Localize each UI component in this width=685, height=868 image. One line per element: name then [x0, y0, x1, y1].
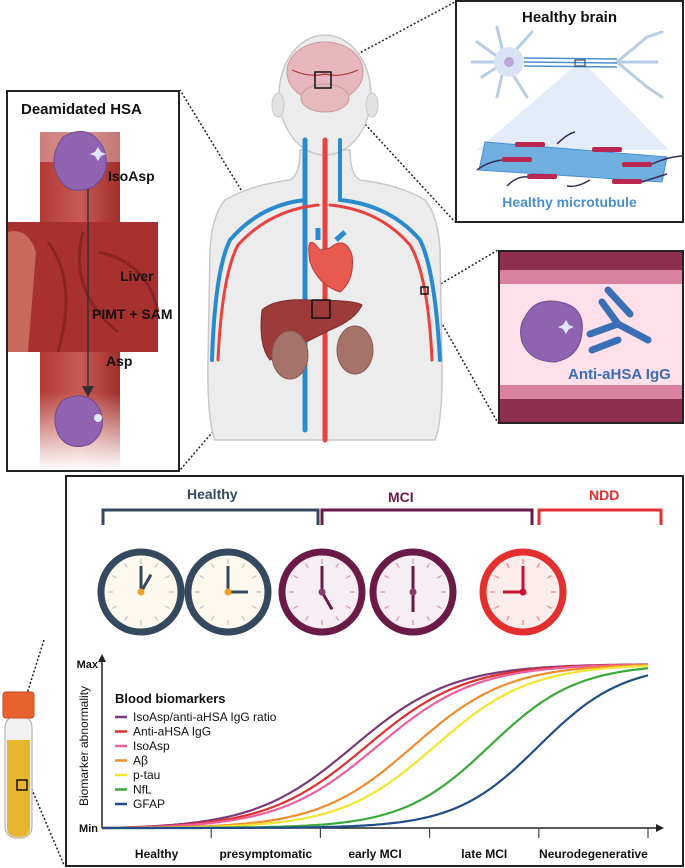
hsa-protein-icon	[520, 300, 583, 363]
panel-title: Healthy brain	[521, 9, 618, 26]
hsa-protein-repaired-icon	[54, 395, 103, 447]
blood-tube-illustration	[2, 640, 65, 866]
bracket-ndd	[537, 508, 663, 525]
legend-label: Anti-aHSA IgG	[133, 725, 211, 739]
vessel-wall-bottom-inner	[500, 385, 682, 399]
antibody-panel: Anti-aHSA IgG	[498, 250, 684, 424]
x-tick-label: Healthy	[135, 847, 179, 861]
legend-label: GFAP	[133, 797, 165, 811]
serum-icon	[7, 740, 30, 837]
x-tick-label: early MCI	[348, 847, 401, 861]
x-tick-label: Neurodegenerative	[539, 847, 648, 861]
y-tick-label: Max	[77, 659, 99, 671]
clock-icon	[184, 548, 272, 636]
stage-label-mci: MCI	[388, 489, 414, 505]
kidney-right-icon	[336, 325, 374, 375]
legend-label: IsoAsp	[133, 739, 170, 753]
clock-icon	[369, 548, 457, 636]
liver-label: Liver	[120, 268, 154, 284]
stage-label-healthy: Healthy	[187, 486, 238, 502]
legend-label: p-tau	[133, 768, 160, 782]
hsa-protein-icon	[53, 130, 107, 191]
x-tick-label: presymptomatic	[219, 847, 312, 861]
tube-cap-icon	[2, 691, 35, 719]
x-tick-label: late MCI	[461, 847, 507, 861]
blood-vessels	[210, 137, 442, 443]
kidney-left-icon	[271, 330, 309, 380]
asp-site-icon	[94, 414, 102, 422]
vessel-wall-bottom	[500, 399, 682, 422]
neuron-illustration	[470, 25, 682, 188]
antibody-label: Anti-aHSA IgG	[568, 366, 671, 383]
isoasp-label: IsoAsp	[108, 168, 155, 184]
neuron-icon	[470, 25, 664, 99]
bracket-mci	[320, 508, 534, 525]
panel-title: Deamidated HSA	[21, 101, 142, 118]
asp-label: Asp	[106, 353, 133, 369]
x-axis-arrow	[656, 824, 664, 832]
y-axis-label: Biomarker abnormality	[77, 686, 91, 806]
microtubule-icon	[476, 131, 682, 188]
legend-label: IsoAsp/anti-aHSA IgG ratio	[133, 710, 277, 724]
heart-icon	[308, 228, 353, 293]
legend-label: NfL	[133, 783, 152, 797]
vessel-wall-top	[500, 252, 682, 270]
arm-vessel-zoom-box	[420, 286, 429, 295]
series-line-a-	[102, 664, 648, 830]
liver-zoom-box	[311, 299, 331, 319]
healthy-brain-panel: Healthy brain Healthy microtubule	[455, 0, 684, 223]
clock-icon	[479, 548, 567, 636]
antibody-binding-illustration	[520, 286, 652, 363]
stage-label-ndd: NDD	[589, 487, 620, 503]
clock-icon	[278, 548, 366, 636]
y-axis-arrow	[98, 654, 106, 662]
legend-title: Blood biomarkers	[115, 691, 226, 706]
brain-zoom-box	[314, 71, 332, 89]
y-tick-label: Min	[79, 823, 98, 835]
clock-icon	[97, 548, 185, 636]
deamidated-hsa-panel: Deamidated HSA IsoAsp Liver PIMT + SAM A…	[6, 90, 180, 472]
axon-icon	[523, 57, 618, 68]
serum-zoom-box	[16, 779, 28, 791]
bracket-healthy	[101, 508, 320, 525]
igg-antibody-icon	[586, 286, 652, 354]
top-illustration	[179, 1, 499, 470]
series-line-gfap	[102, 674, 649, 830]
enzyme-label: PIMT + SAM	[92, 306, 173, 322]
vessel-wall-top-inner	[500, 270, 682, 284]
series-line-isoasp	[102, 663, 648, 830]
vessel-illustration	[8, 130, 160, 470]
microtubule-label: Healthy microtubule	[502, 194, 637, 210]
isoasp-site-icon	[558, 320, 574, 334]
legend-label: Aβ	[133, 754, 148, 768]
isoasp-site-icon	[90, 147, 106, 161]
